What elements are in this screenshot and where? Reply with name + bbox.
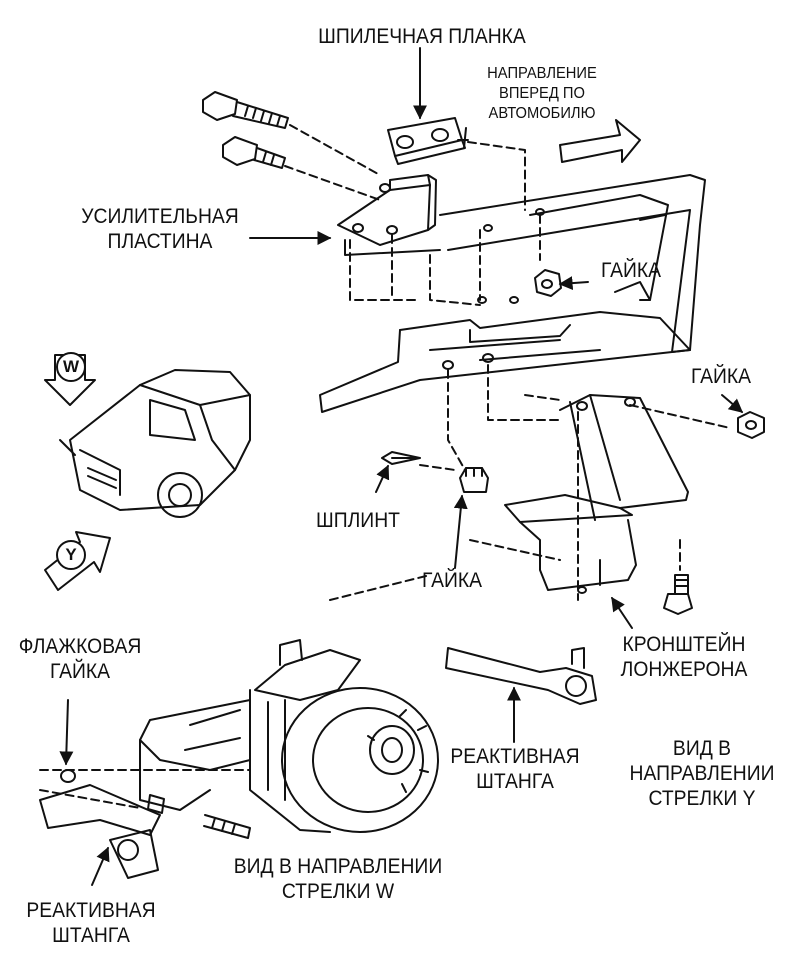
label-flag-nut-line1: ФЛАЖКОВАЯ — [18, 635, 142, 658]
label-track-rod-center-line2: ШТАНГА — [476, 770, 554, 793]
label-nut-bottom: ГАЙКА — [421, 569, 483, 592]
label-direction-line3: АВТОМОБИЛЮ — [488, 105, 596, 122]
label-nut-right: ГАЙКА — [690, 365, 752, 388]
nut-top-part — [534, 269, 562, 297]
label-view-w-line1: ВИД В НАПРАВЛЕНИИ — [233, 855, 443, 878]
label-view-w-line2: СТРЕЛКИ W — [281, 880, 395, 903]
label-frame-bracket-line2: ЛОНЖЕРОНА — [620, 658, 748, 681]
label-view-w: ВИД В НАПРАВЛЕНИИ СТРЕЛКИ W — [228, 854, 449, 904]
label-direction-line2: ВПЕРЕД ПО — [499, 85, 585, 102]
label-direction-line1: НАПРАВЛЕНИЕ — [487, 65, 597, 82]
axle-assembly — [39, 639, 439, 879]
frame-bracket-part — [504, 394, 689, 594]
label-track-rod-bottom-line2: ШТАНГА — [52, 924, 130, 947]
reinforcement-plate-part — [337, 174, 437, 246]
arrow-w-shape — [44, 354, 96, 406]
mounting-holes — [442, 208, 545, 370]
label-reinforcement-line2: ПЛАСТИНА — [107, 230, 213, 253]
label-nut-top: ГАЙКА — [600, 259, 662, 282]
short-bolt — [222, 136, 286, 169]
castle-nut-part — [459, 467, 489, 493]
nut-right-part — [737, 411, 765, 439]
arrow-y-shape — [44, 531, 111, 591]
bracket-bolt-part — [663, 574, 693, 615]
label-reinforcement-plate: УСИЛИТЕЛЬНАЯ ПЛАСТИНА — [59, 204, 261, 254]
label-view-y-line2: НАПРАВЛЕНИИ — [629, 762, 775, 785]
label-view-y-line1: ВИД В — [672, 737, 732, 760]
label-stud-plate: ШПИЛЕЧНАЯ ПЛАНКА — [318, 25, 526, 48]
label-track-rod-bottom: РЕАКТИВНАЯ ШТАНГА — [13, 898, 169, 948]
callout-arrows — [59, 47, 744, 886]
label-frame-bracket-line1: КРОНШТЕЙН — [622, 633, 746, 656]
frame-rail — [319, 174, 706, 413]
label-cotter-pin: ШПЛИНТ — [316, 509, 400, 532]
vehicle-sketch — [59, 369, 251, 518]
long-bolt — [202, 91, 289, 129]
label-track-rod-center-line1: РЕАКТИВНАЯ — [450, 745, 580, 768]
label-view-y: ВИД В НАПРАВЛЕНИИ СТРЕЛКИ Y — [619, 736, 785, 811]
marker-y: Y — [56, 540, 86, 570]
label-flag-nut: ФЛАЖКОВАЯ ГАЙКА — [6, 634, 153, 684]
label-flag-nut-line2: ГАЙКА — [49, 660, 111, 683]
stud-plate-part — [387, 117, 469, 165]
label-track-rod-center: РЕАКТИВНАЯ ШТАНГА — [437, 744, 593, 794]
label-reinforcement-line1: УСИЛИТЕЛЬНАЯ — [81, 205, 239, 228]
label-direction: НАПРАВЛЕНИЕ ВПЕРЕД ПО АВТОМОБИЛЮ — [468, 64, 615, 124]
forward-direction-arrow — [559, 119, 641, 163]
marker-w: W — [56, 352, 86, 382]
label-track-rod-bottom-line1: РЕАКТИВНАЯ — [26, 899, 156, 922]
track-rod-center-part — [445, 647, 597, 705]
label-frame-bracket: КРОНШТЕЙН ЛОНЖЕРОНА — [601, 632, 767, 682]
cotter-pin-part — [381, 451, 421, 465]
label-view-y-line3: СТРЕЛКИ Y — [648, 787, 756, 810]
